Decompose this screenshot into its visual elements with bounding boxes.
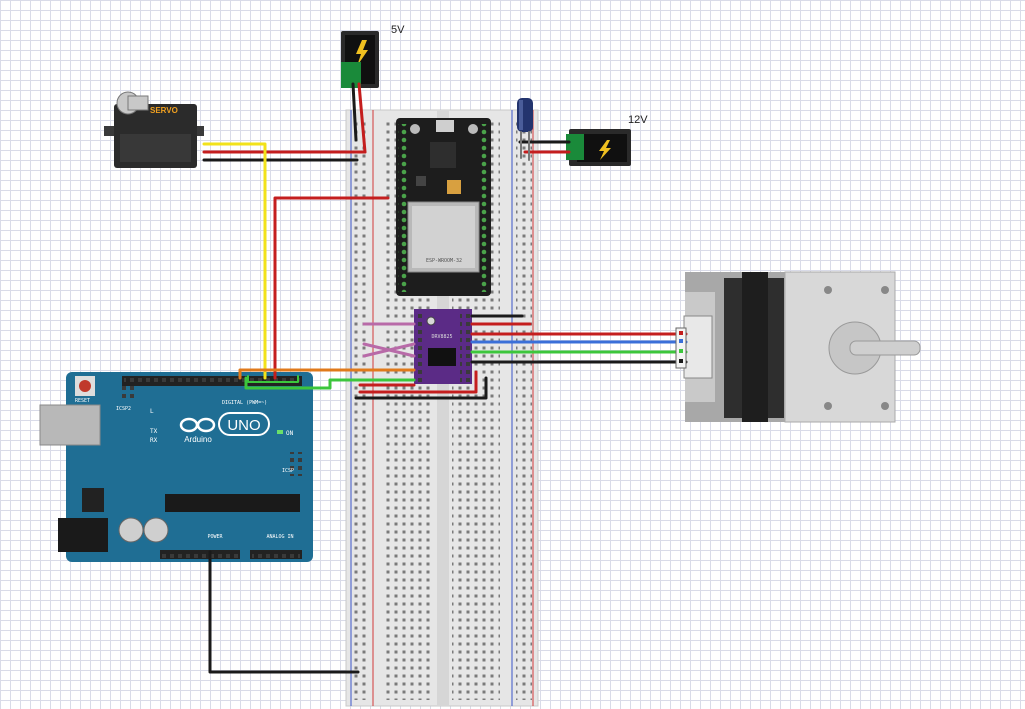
- wire-gnd: [208, 550, 360, 674]
- wire-orange: [238, 368, 416, 380]
- power-jack-5v: 5V: [341, 24, 405, 88]
- arduino-uno: RESET ICSP2 DIGITAL (PWM=~) L TX RX UNO …: [39, 372, 313, 562]
- servo-motor: SERVO: [104, 91, 204, 168]
- jack-5v-label: 5V: [391, 24, 405, 36]
- arduino-icsp-label: ICSP: [282, 468, 294, 474]
- arduino-logo: [179, 412, 270, 436]
- wire-green: [244, 376, 416, 390]
- power-jack-12v: 12V: [566, 114, 648, 166]
- arduino-rx-label: RX: [150, 437, 158, 444]
- motor-connector: [675, 327, 687, 369]
- servo-label: SERVO: [150, 106, 178, 115]
- arduino-l-label: L: [150, 408, 154, 415]
- arduino-icsp2-label: ICSP2: [116, 406, 131, 412]
- wire-5v-black: [351, 82, 358, 142]
- esp-chip-label: ESP-WROOM-32: [426, 258, 462, 264]
- arduino-on-label: ON: [286, 430, 294, 437]
- wire-esp-red: [273, 196, 390, 380]
- arduino-sub-label: Arduino: [184, 435, 212, 444]
- wires: [202, 82, 688, 674]
- jack-12v-label: 12V: [628, 114, 648, 126]
- arduino-reset-label: RESET: [75, 398, 90, 404]
- stepper-driver: DRV8825: [414, 309, 472, 384]
- arduino-analog-label: ANALOG IN: [266, 534, 293, 540]
- esp32-board: ESP-WROOM-32: [396, 118, 491, 296]
- stepper-motor: [683, 271, 921, 423]
- capacitor: [517, 98, 533, 132]
- arduino-power-label: POWER: [207, 534, 223, 540]
- arduino-digital-label: DIGITAL (PWM=~): [222, 400, 267, 406]
- arduino-brand-label: UNO: [227, 417, 260, 434]
- driver-chip-label: DRV8825: [431, 334, 452, 340]
- wire-5v-red: [357, 82, 367, 154]
- wire-servo-yellow: [202, 142, 267, 380]
- arduino-tx-label: TX: [150, 428, 158, 435]
